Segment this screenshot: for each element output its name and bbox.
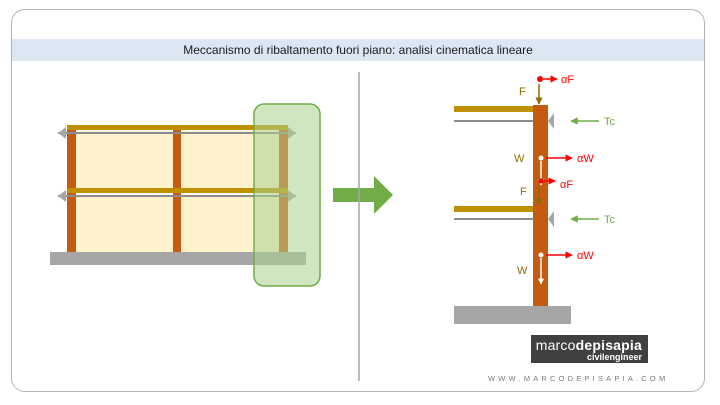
tie-anchor [58, 127, 66, 139]
infill-panel [76, 131, 174, 190]
logo-brand-a: marco [535, 337, 576, 353]
tie-anchor [548, 211, 554, 227]
tie-anchor [548, 113, 554, 129]
building-elevation [50, 103, 321, 287]
floor-slab [454, 106, 540, 112]
seismic-force-label: αW [577, 153, 594, 165]
wall-highlight [253, 103, 321, 287]
logo-wordmark: marcodepisapia [531, 338, 642, 352]
website-url[interactable]: WWW.MARCODEPISAPIA.COM [488, 374, 669, 383]
weight-label: W [517, 265, 528, 277]
logo-subtitle: civilengineer [586, 352, 642, 362]
weight-label: W [514, 153, 525, 165]
title-band: Meccanismo di ribaltamento fuori piano: … [12, 39, 704, 61]
seismic-force-label: αW [577, 250, 594, 262]
slab-load-label: F [520, 186, 527, 198]
application-point [538, 178, 544, 184]
logo-brand-b: depisapia [575, 337, 642, 353]
seismic-force-label: αF [560, 179, 573, 191]
floor-slab [454, 206, 540, 212]
tie-anchor [58, 190, 66, 202]
centroid-point [538, 252, 544, 258]
tie-force-label: Tc [604, 214, 616, 226]
infill-panel [76, 195, 174, 252]
mechanism-diagram: F αF Tc W αW αF F Tc W αW [454, 74, 616, 324]
transition-arrow [333, 176, 393, 214]
slab-load-label: F [519, 86, 526, 98]
application-point [537, 76, 543, 82]
floor-slab [67, 188, 288, 193]
ground-foundation [454, 306, 571, 324]
ground-foundation [50, 252, 306, 265]
seismic-force-label: αF [561, 74, 574, 86]
slide-title: Meccanismo di ribaltamento fuori piano: … [183, 43, 533, 57]
tie-force-label: Tc [604, 116, 616, 128]
brand-logo: marcodepisapia civilengineer [531, 335, 648, 363]
floor-slab [67, 125, 288, 130]
centroid-point [538, 155, 544, 161]
